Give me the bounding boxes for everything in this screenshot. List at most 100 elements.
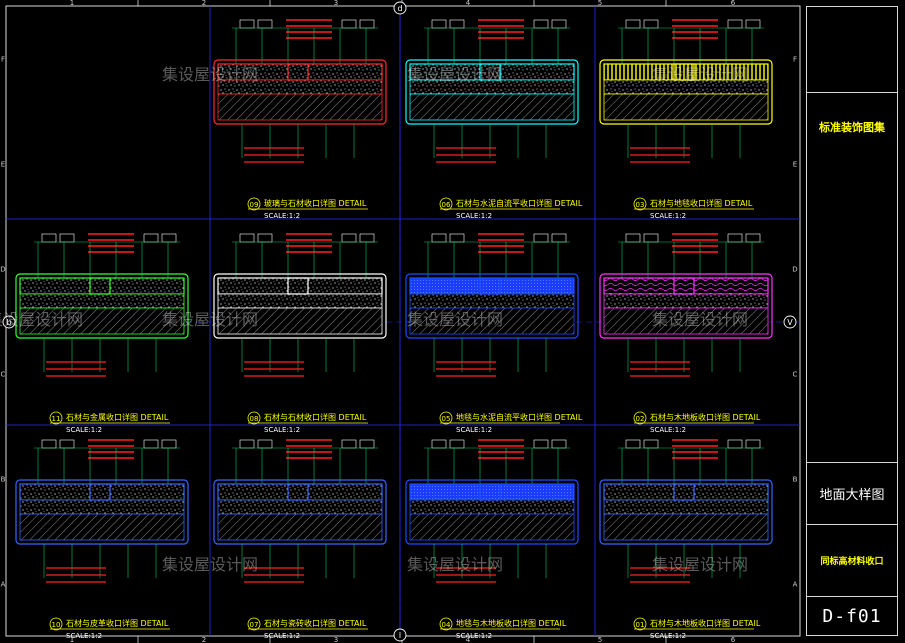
row-label: B xyxy=(1,476,6,484)
axis-marker-circle xyxy=(393,1,407,15)
finish-layer xyxy=(603,483,769,501)
finish-layer xyxy=(217,483,383,501)
detail-number-badge xyxy=(439,411,453,425)
screed-layer xyxy=(217,499,383,515)
screed-layer xyxy=(409,499,575,515)
detail-title: 石材与地毯收口详图 DETAIL xyxy=(650,198,753,208)
screed-layer xyxy=(603,293,769,309)
detail-number: 01 xyxy=(636,621,645,629)
detail-scale: SCALE:1:2 xyxy=(456,632,492,640)
finish-layer xyxy=(409,277,575,295)
column-label: 5 xyxy=(598,0,602,7)
detail-title: 石材与水泥自流平收口详图 DETAIL xyxy=(456,198,583,208)
finish-layer xyxy=(19,483,185,501)
detail-scale: SCALE:1:2 xyxy=(264,212,300,220)
detail-number-badge xyxy=(247,411,261,425)
detail-title: 石材与瓷砖收口详图 DETAIL xyxy=(264,618,367,628)
column-label: 2 xyxy=(202,636,206,643)
detail-number-badge xyxy=(247,197,261,211)
section-outline xyxy=(213,479,387,545)
joint-detail xyxy=(89,483,111,501)
section-outline xyxy=(599,59,773,125)
section-outline xyxy=(405,59,579,125)
detail-number-badge xyxy=(49,411,63,425)
watermarks: 集设屋设计网集设屋设计网集设屋设计网集设屋设计网集设屋设计网集设屋设计网集设屋设… xyxy=(0,65,748,574)
screed-layer xyxy=(19,293,185,309)
detail-scale: SCALE:1:2 xyxy=(650,426,686,434)
section-outline xyxy=(405,479,579,545)
detail-scale: SCALE:1:2 xyxy=(66,632,102,640)
watermark-text: 集设屋设计网 xyxy=(652,555,748,574)
title-block-category: 标准装饰图集 xyxy=(807,93,897,463)
joint-detail xyxy=(673,277,695,295)
watermark-text: 集设屋设计网 xyxy=(652,65,748,84)
screed-layer xyxy=(603,499,769,515)
finish-layer xyxy=(217,277,383,295)
title-block: 标准装饰图集 地面大样图 同标高材料收口 D-f01 xyxy=(806,6,898,636)
structure-layer xyxy=(603,513,769,541)
detail-title: 石材与木地板收口详图 DETAIL xyxy=(650,412,761,422)
axis-marker-label: b xyxy=(6,318,11,327)
row-label: C xyxy=(793,371,798,379)
axis-marker-circle xyxy=(783,315,797,329)
screed-layer xyxy=(217,293,383,309)
joint-detail xyxy=(479,63,501,81)
row-label: D xyxy=(0,266,5,274)
column-label: 6 xyxy=(731,636,736,643)
column-label: 1 xyxy=(70,636,74,643)
detail-number: 07 xyxy=(250,621,259,629)
row-label: F xyxy=(793,56,797,64)
section-outline xyxy=(213,59,387,125)
detail-number: 05 xyxy=(442,415,451,423)
structure-layer xyxy=(19,307,185,335)
section-outline xyxy=(599,273,773,339)
axis-marker-label: V xyxy=(787,318,793,327)
detail-scale: SCALE:1:2 xyxy=(66,426,102,434)
axis-marker-label: d xyxy=(397,4,402,13)
watermark-text: 集设屋设计网 xyxy=(0,310,83,329)
screed-layer xyxy=(409,293,575,309)
detail-number: 09 xyxy=(250,201,259,209)
detail-number: 10 xyxy=(52,621,61,629)
joint-detail xyxy=(287,63,309,81)
section-outline xyxy=(15,273,189,339)
detail-number-badge xyxy=(49,617,63,631)
row-label: A xyxy=(1,581,6,589)
detail-scale: SCALE:1:2 xyxy=(650,632,686,640)
column-label: 1 xyxy=(70,0,74,7)
section-outline xyxy=(599,479,773,545)
row-label: A xyxy=(793,581,798,589)
row-label: F xyxy=(1,56,5,64)
detail-scale: SCALE:1:2 xyxy=(650,212,686,220)
row-label: E xyxy=(1,161,5,169)
watermark-text: 集设屋设计网 xyxy=(407,555,503,574)
structure-layer xyxy=(603,307,769,335)
section-outline xyxy=(15,479,189,545)
joint-detail xyxy=(287,483,309,501)
column-label: 4 xyxy=(466,0,471,7)
detail-number: 08 xyxy=(250,415,259,423)
axis-marker-circle xyxy=(2,315,16,329)
detail-title: 石材与石材收口详图 DETAIL xyxy=(264,412,367,422)
detail-number-badge xyxy=(247,617,261,631)
axis-marker-label: l xyxy=(399,631,401,640)
detail-number: 04 xyxy=(442,621,451,629)
watermark-text: 集设屋设计网 xyxy=(652,310,748,329)
watermark-text: 集设屋设计网 xyxy=(407,310,503,329)
detail-number: 11 xyxy=(52,415,61,423)
detail-number-badge xyxy=(633,617,647,631)
finish-layer xyxy=(603,277,769,295)
structure-layer xyxy=(19,513,185,541)
detail-title: 石材与皮革收口详图 DETAIL xyxy=(66,618,169,628)
detail-scale: SCALE:1:2 xyxy=(456,426,492,434)
